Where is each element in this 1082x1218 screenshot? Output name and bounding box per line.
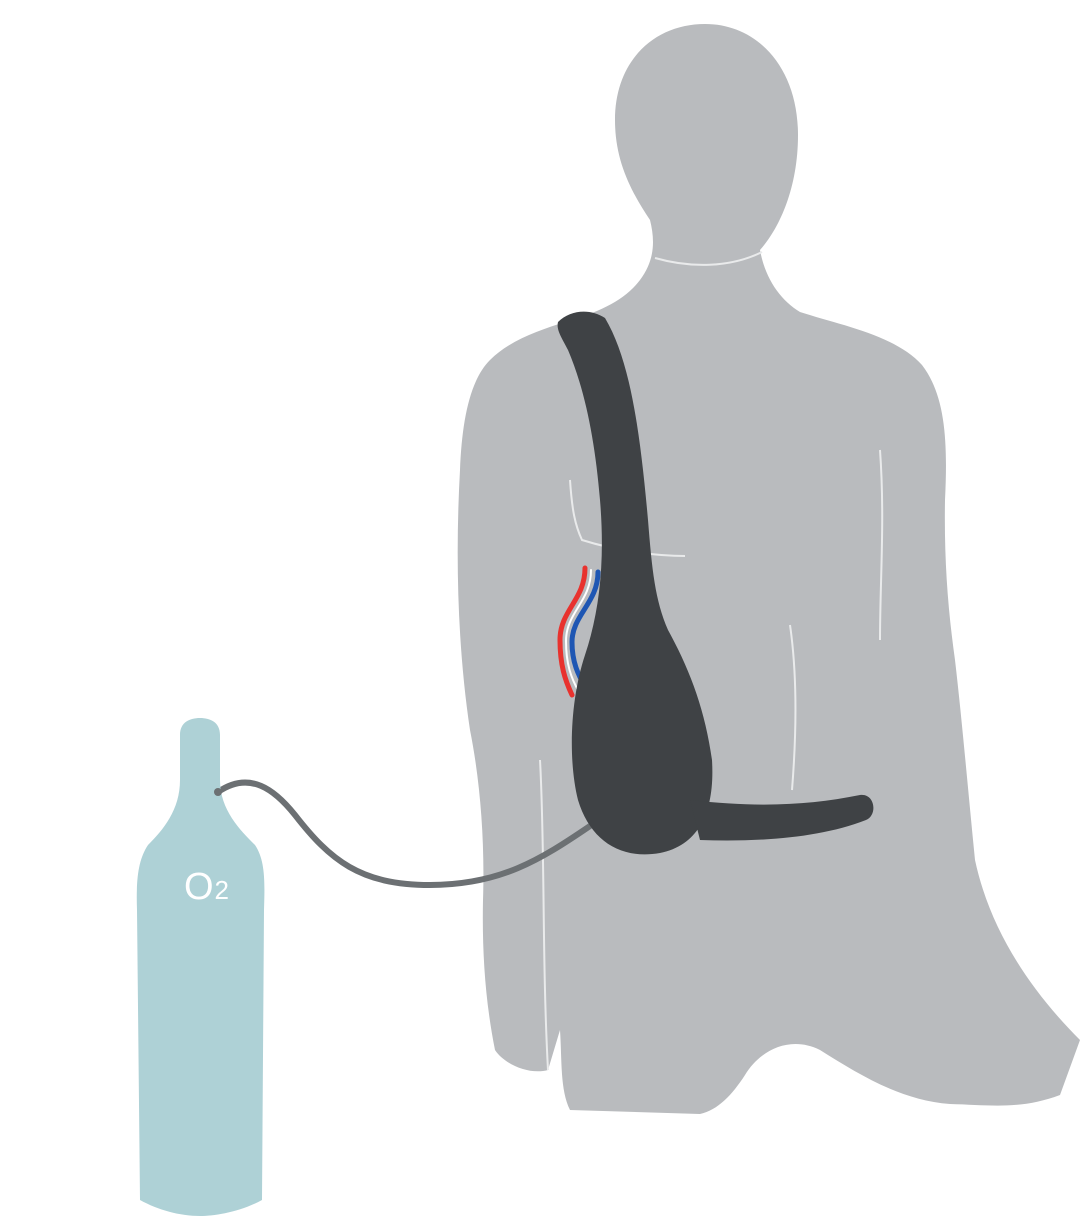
human-silhouette (458, 24, 1080, 1114)
oxygen-cylinder (137, 718, 265, 1216)
hose-connector (214, 788, 222, 796)
oxygen-label-main: O (184, 866, 215, 908)
oxygen-label: O2 (162, 866, 252, 909)
oxygen-label-subscript: 2 (215, 875, 230, 905)
torso-shape (458, 24, 1080, 1114)
